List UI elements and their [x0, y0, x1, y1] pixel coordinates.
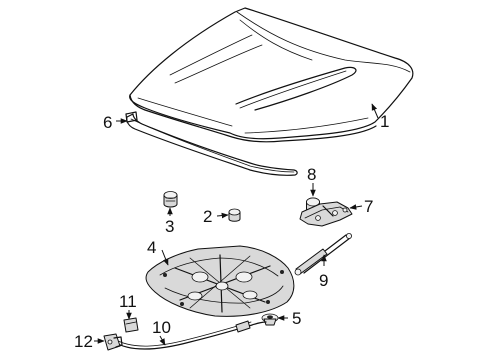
leader-lines — [94, 103, 379, 346]
hood-seal-strip — [125, 111, 298, 176]
callout-10: 10 — [152, 318, 171, 337]
callout-9: 9 — [319, 271, 328, 290]
hood-grommet — [163, 191, 178, 208]
hood-lift-strut — [294, 232, 352, 276]
callout-3: 3 — [165, 217, 174, 236]
hood-panel — [129, 7, 414, 143]
hood-latch — [123, 317, 139, 333]
hood-release-cable — [117, 320, 267, 350]
hood-insulator — [145, 245, 295, 317]
callout-6: 6 — [103, 113, 112, 132]
callout-5: 5 — [292, 309, 301, 328]
insulator-retainer — [261, 313, 279, 326]
callout-7: 7 — [364, 197, 373, 216]
hood-bumper — [228, 208, 241, 222]
callout-numbers: 1 2 3 4 5 6 7 8 9 10 11 12 — [74, 112, 389, 351]
hood-release-handle — [103, 333, 123, 351]
callout-2: 2 — [203, 207, 212, 226]
callout-1: 1 — [380, 112, 389, 131]
callout-8: 8 — [307, 165, 316, 184]
callout-11: 11 — [119, 292, 137, 311]
callout-12: 12 — [74, 332, 93, 351]
callout-4: 4 — [147, 238, 156, 257]
hood-hinge — [299, 201, 353, 227]
